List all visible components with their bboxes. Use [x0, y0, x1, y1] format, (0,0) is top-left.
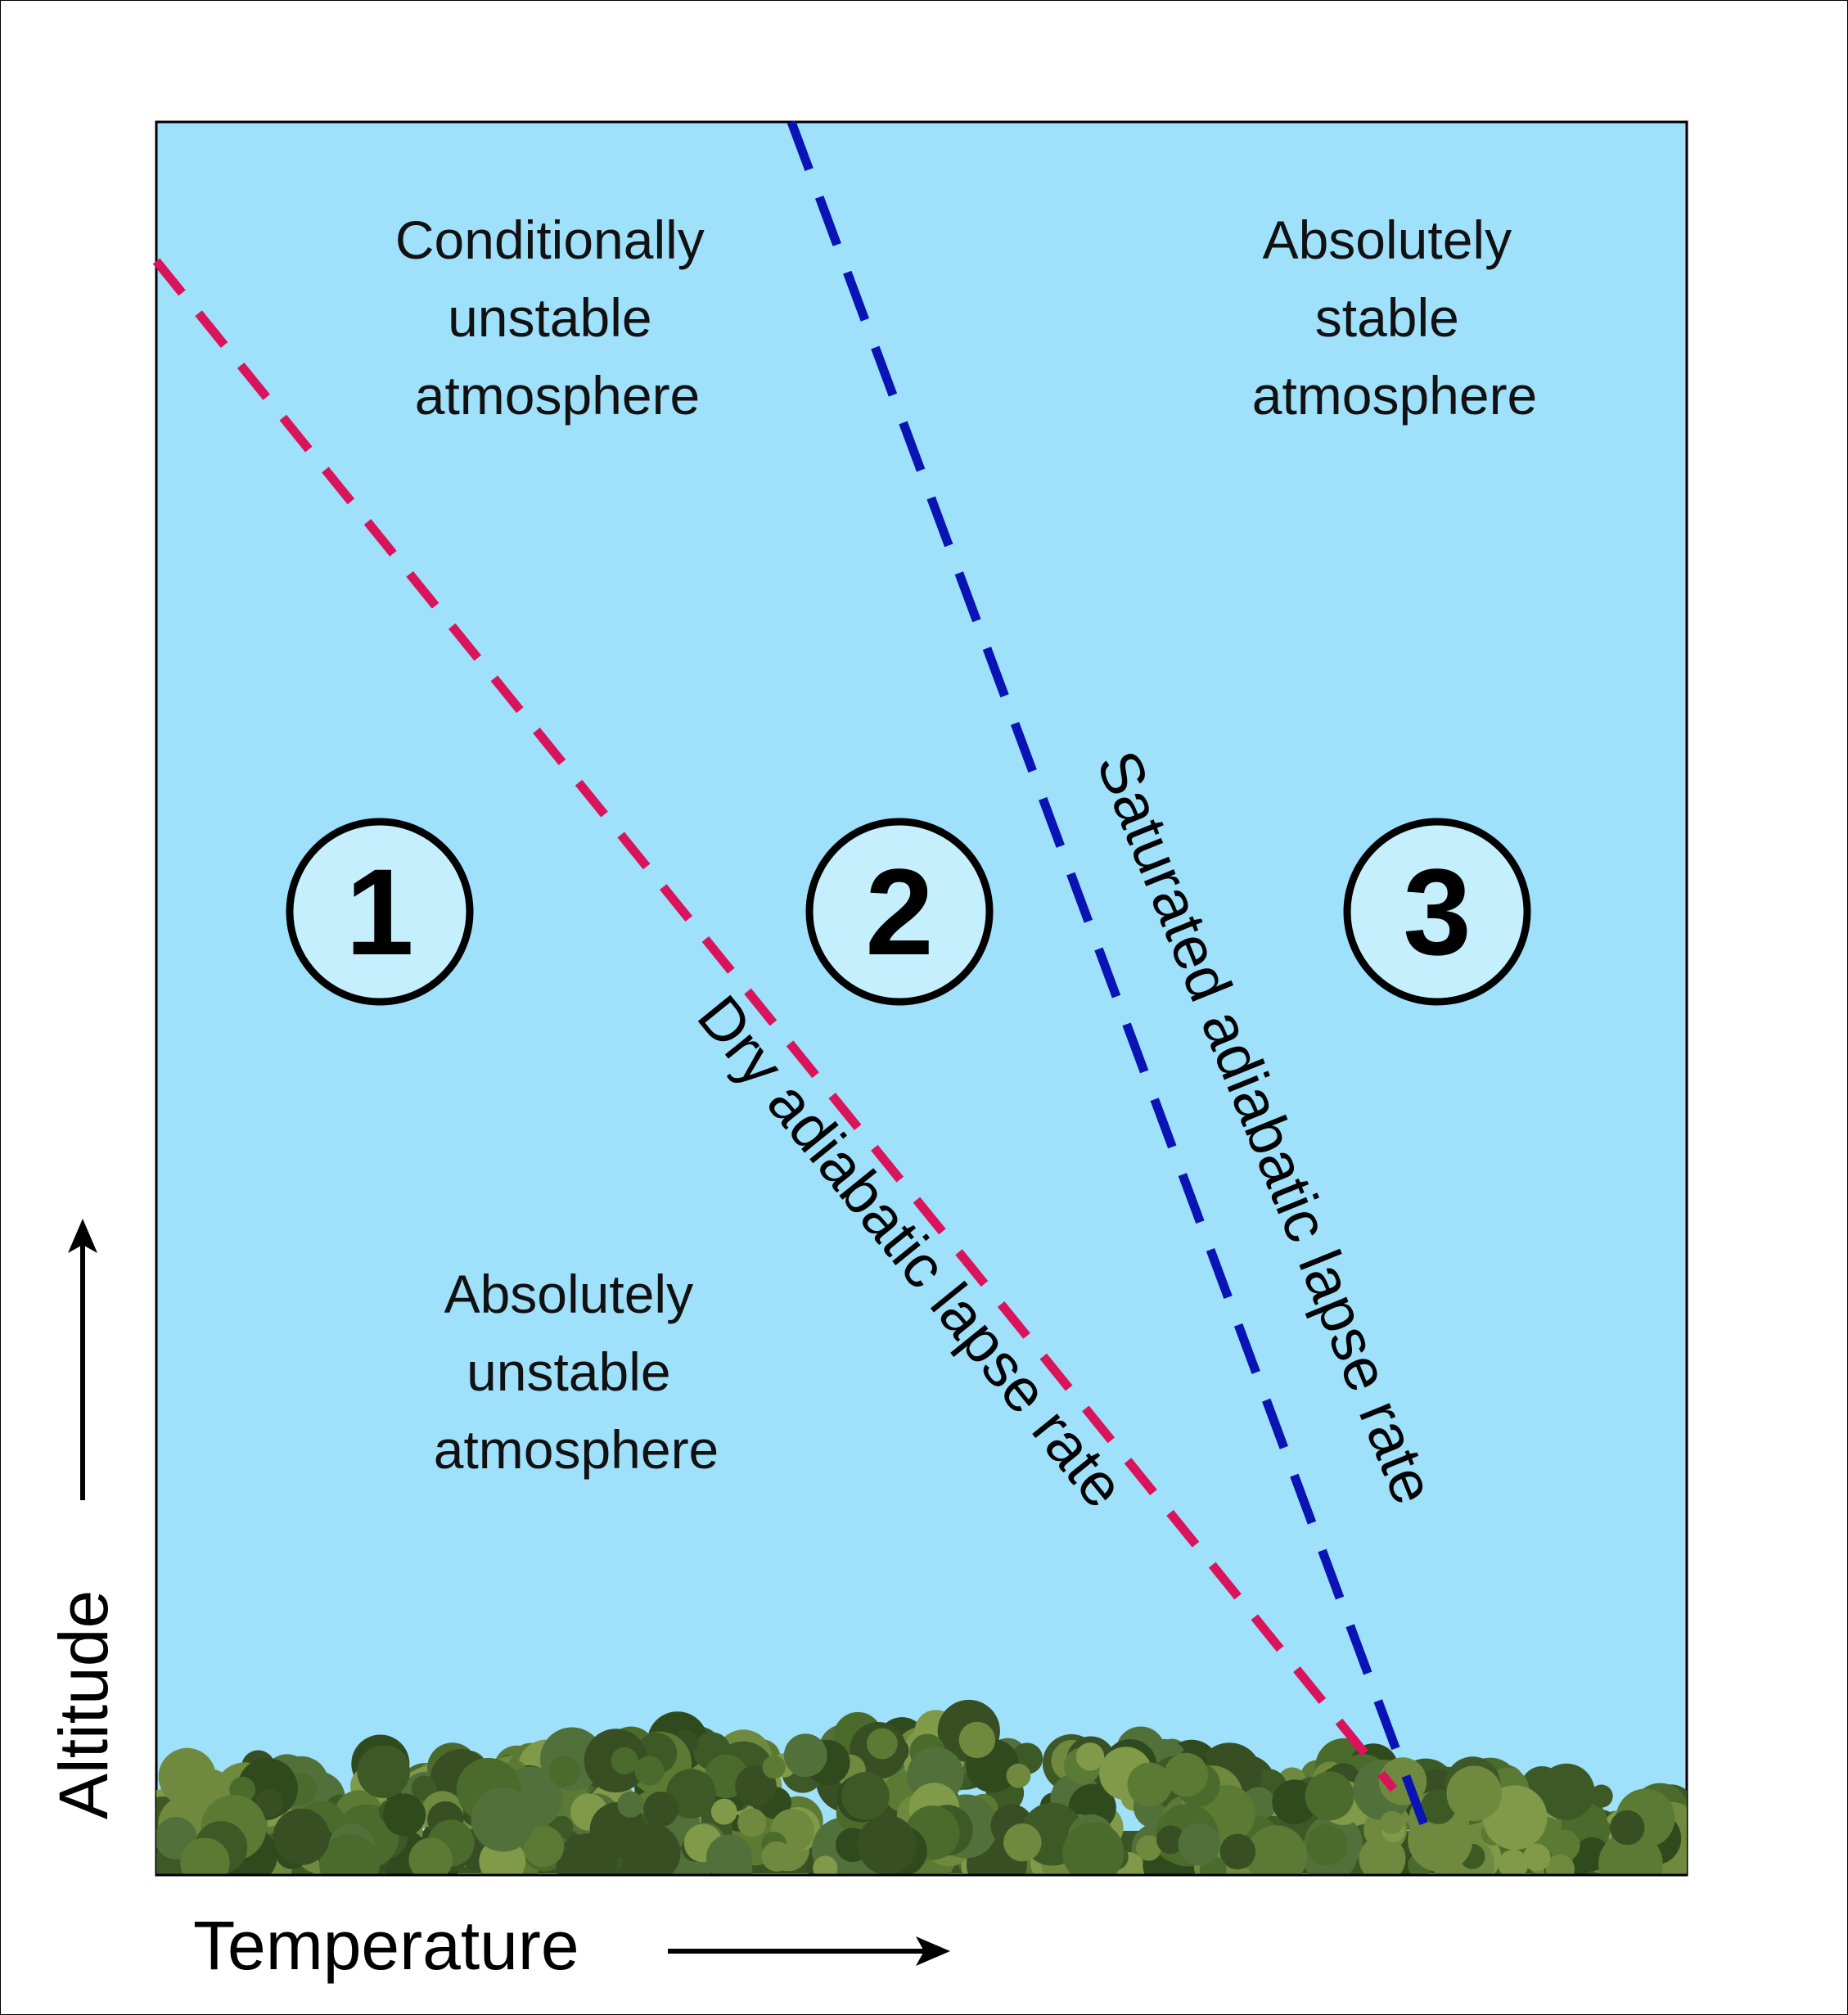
- dry-adiabatic-line: [152, 258, 1398, 1792]
- region-line: unstable: [467, 1341, 671, 1402]
- region-3-marker: 3: [1343, 818, 1531, 1006]
- region-line: unstable: [448, 287, 652, 348]
- tree-line-icon: [156, 1699, 1687, 1875]
- region-3-number: 3: [1403, 843, 1471, 980]
- region-1-number: 1: [345, 843, 413, 980]
- region-line: Absolutely: [444, 1264, 694, 1324]
- region-line: atmosphere: [415, 365, 701, 426]
- region-line: Absolutely: [1263, 210, 1512, 270]
- arrow-right-icon: [668, 1936, 950, 1966]
- region-line: atmosphere: [1252, 365, 1538, 426]
- region-2-marker: 2: [805, 818, 994, 1006]
- region-2-number: 2: [865, 843, 933, 980]
- region-1-marker: 1: [286, 818, 474, 1006]
- absolutely-unstable-label: Absolutely unstable atmosphere: [434, 1264, 719, 1480]
- region-line: Conditionally: [395, 210, 705, 270]
- saturated-adiabatic-line: [787, 120, 1433, 1837]
- y-axis-label: Altitude: [45, 1590, 122, 1819]
- conditionally-unstable-label: Conditionally unstable atmosphere: [395, 210, 719, 426]
- arrow-up-icon: [68, 1219, 97, 1500]
- region-line: atmosphere: [434, 1419, 719, 1480]
- x-axis-label: Temperature: [193, 1907, 579, 1984]
- absolutely-stable-label: Absolutely stable atmosphere: [1252, 210, 1538, 426]
- region-line: stable: [1315, 287, 1459, 348]
